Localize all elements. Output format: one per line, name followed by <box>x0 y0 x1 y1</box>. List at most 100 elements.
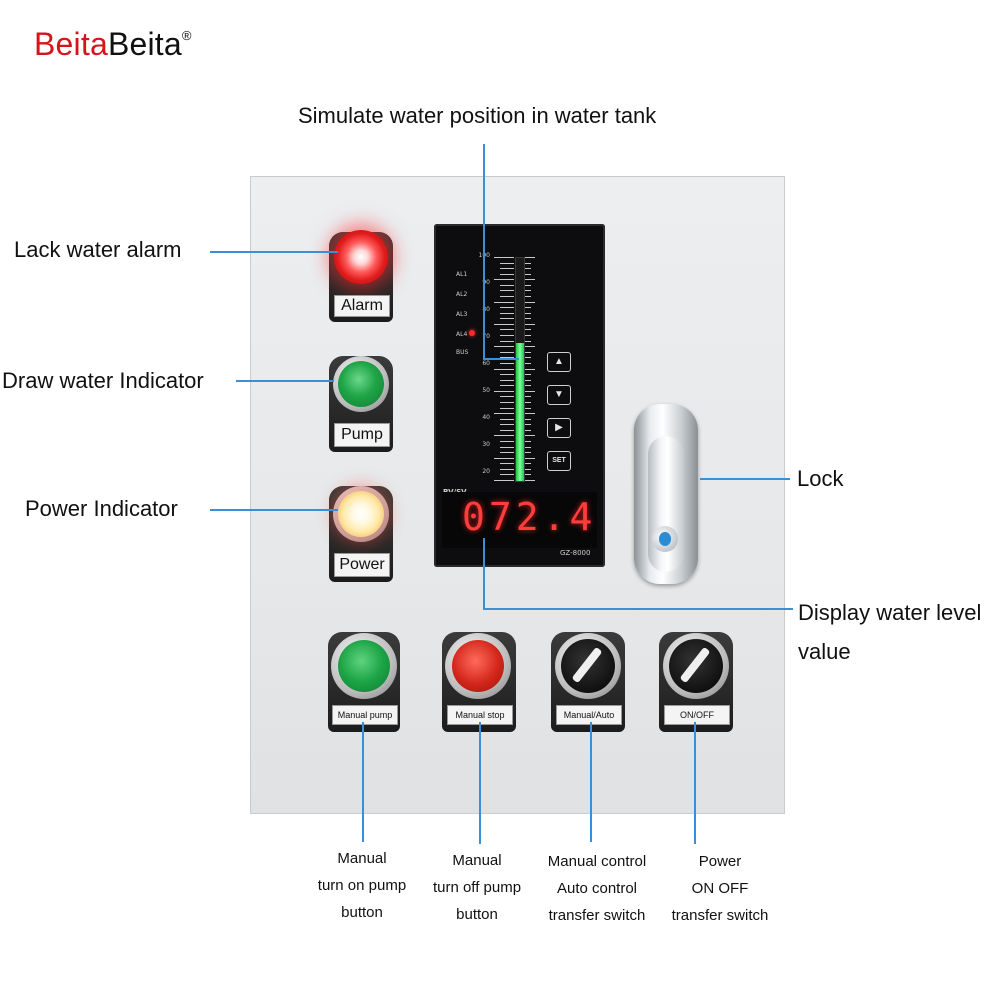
up-key[interactable]: ▲ <box>547 352 571 372</box>
callout-line <box>210 251 338 253</box>
scale-tick <box>500 463 514 465</box>
alarm-indicator: Alarm <box>329 230 393 322</box>
scale-tick <box>525 457 535 459</box>
digit-window <box>442 492 597 548</box>
caption-line: ON OFF <box>691 880 749 897</box>
onoff-switch[interactable] <box>669 639 723 693</box>
scale-tick <box>525 312 531 314</box>
registered-mark: ® <box>181 28 192 43</box>
scale-tick <box>494 457 514 459</box>
pump-indicator: Pump <box>329 356 393 452</box>
set-key[interactable]: SET <box>547 451 571 471</box>
scale-tick <box>500 385 514 387</box>
scale-tick <box>500 424 514 426</box>
scale-tick <box>525 435 535 437</box>
manual-stop-housing: Manual stop <box>442 632 516 732</box>
scale-tick <box>525 452 531 454</box>
caption-line: Auto control <box>556 880 638 897</box>
scale-tick <box>500 307 514 309</box>
caption-line: turn on pump <box>317 877 407 894</box>
scale-label: 40 <box>482 414 490 421</box>
scale-tick <box>525 413 535 415</box>
scale-tick <box>525 262 531 264</box>
scale-tick <box>525 346 535 348</box>
scale-tick <box>500 312 514 314</box>
manual-stop-button[interactable] <box>452 640 504 692</box>
scale-tick <box>525 335 531 337</box>
manual-pump-housing: Manual pump <box>328 632 400 732</box>
scale-tick <box>500 329 514 331</box>
switch-lever-icon <box>679 646 711 684</box>
caption-manual-pump: Manual turn on pump button <box>312 845 412 926</box>
scale-tick <box>500 340 514 342</box>
scale-tick <box>525 385 531 387</box>
alarm-tag: Alarm <box>334 295 390 317</box>
scale-tick <box>494 435 514 437</box>
scale-tick <box>525 357 531 359</box>
scale-tick <box>525 296 531 298</box>
callout-lock: Lock <box>797 466 844 491</box>
scale-tick <box>525 284 531 286</box>
scale-label: 20 <box>482 468 490 475</box>
scale-tick <box>525 257 535 258</box>
scale-tick <box>525 318 531 320</box>
scale-label: 70 <box>482 333 490 340</box>
scale-tick <box>494 368 514 370</box>
scale-tick <box>494 346 514 348</box>
scale-tick <box>494 413 514 415</box>
callout-line <box>236 380 334 382</box>
scale-tick <box>494 279 514 281</box>
manual-auto-bezel <box>555 633 621 699</box>
callout-display-value-2: value <box>798 639 851 664</box>
manual-stop-bezel <box>445 633 511 699</box>
pump-lamp <box>338 361 384 407</box>
level-controller: AL1 AL2 AL3 AL4 BUS 100 90 80 70 60 50 4… <box>434 224 605 567</box>
manual-auto-switch[interactable] <box>561 639 615 693</box>
scale-tick <box>525 429 531 431</box>
scale-label: 30 <box>482 441 490 448</box>
scale-tick <box>494 390 514 392</box>
scale-tick <box>525 279 535 281</box>
down-key[interactable]: ▼ <box>547 385 571 405</box>
pump-tag: Pump <box>334 423 390 447</box>
callout-line <box>362 722 364 842</box>
scale-tick <box>525 329 531 331</box>
scale-tick <box>525 468 531 470</box>
scale-tick <box>525 301 535 303</box>
scale-tick <box>525 368 535 370</box>
scale-tick <box>500 268 514 270</box>
scale-tick <box>500 440 514 442</box>
scale-tick <box>500 284 514 286</box>
scale-tick <box>500 396 514 398</box>
scale-tick <box>525 268 531 270</box>
scale-tick <box>500 401 514 403</box>
scale-tick <box>500 351 514 353</box>
manual-pump-bezel <box>331 633 397 699</box>
callout-tank-level: Simulate water position in water tank <box>298 103 657 128</box>
callout-line <box>483 538 485 610</box>
scale-tick <box>525 401 531 403</box>
callout-alarm: Lack water alarm <box>14 237 182 262</box>
scale-tick <box>525 446 531 448</box>
scale-tick <box>500 296 514 298</box>
power-tag: Power <box>334 553 390 577</box>
manual-pump-button[interactable] <box>338 640 390 692</box>
al3-label: AL3 <box>456 311 468 318</box>
onoff-bezel <box>663 633 729 699</box>
power-lamp <box>338 491 384 537</box>
caption-line: button <box>456 906 498 923</box>
caption-manual-stop: Manual turn off pump button <box>422 847 532 928</box>
right-key[interactable]: ▶ <box>547 418 571 438</box>
scale-tick <box>500 379 514 381</box>
scale-label: 90 <box>482 279 490 286</box>
callout-line <box>479 722 481 844</box>
bus-label: BUS <box>456 349 469 356</box>
level-bar-track <box>515 257 525 482</box>
al2-label: AL2 <box>456 291 468 298</box>
scale-tick <box>500 468 514 470</box>
caption-line: button <box>341 904 383 921</box>
scale-tick <box>525 440 531 442</box>
scale-tick <box>500 290 514 292</box>
scale-tick <box>525 418 531 420</box>
callout-power: Power Indicator <box>25 496 178 521</box>
